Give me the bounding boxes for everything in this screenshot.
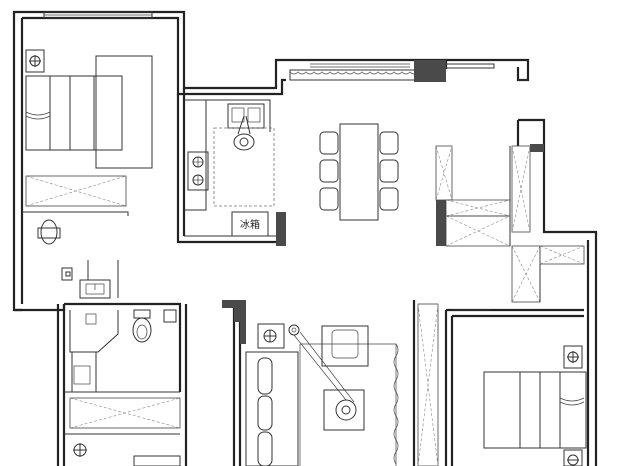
bed-2	[483, 371, 587, 449]
toilet-icon	[132, 309, 152, 343]
bathroom-2	[64, 309, 181, 466]
door-lines	[184, 79, 528, 311]
shower-tray	[71, 351, 97, 393]
fridge	[231, 211, 269, 237]
lamp-icon-4	[567, 351, 579, 363]
bed	[25, 75, 123, 151]
bedroom-2	[483, 345, 587, 466]
lamp-icon-5	[567, 454, 579, 466]
person-icon	[233, 115, 255, 151]
wardrobe	[25, 175, 127, 207]
lamp-icon-3	[263, 329, 277, 343]
armchair	[321, 325, 369, 367]
lamp-icon	[29, 55, 41, 67]
dining	[319, 123, 399, 221]
dining-table	[339, 123, 379, 221]
cooktop-icon	[187, 151, 209, 191]
storage-cabinets	[435, 145, 585, 303]
rug	[299, 343, 397, 466]
bathroom-1	[37, 219, 119, 299]
tv-cabinet	[417, 303, 439, 466]
windows	[43, 11, 495, 81]
kitchen: 冰箱	[184, 99, 276, 237]
nightstand	[25, 49, 45, 73]
rug	[95, 55, 153, 169]
columns	[222, 60, 544, 344]
cabinet-low	[69, 397, 181, 429]
sofa	[245, 351, 299, 466]
lamp-icon-2	[73, 443, 87, 457]
dining-chairs	[319, 131, 399, 211]
curtain	[289, 71, 419, 75]
vanity-sink	[79, 279, 111, 299]
bidet	[37, 219, 61, 245]
fridge-label: 冰箱	[240, 218, 260, 231]
living-room	[245, 303, 439, 466]
bedroom-1	[22, 49, 153, 216]
person-icon-2	[335, 399, 357, 421]
